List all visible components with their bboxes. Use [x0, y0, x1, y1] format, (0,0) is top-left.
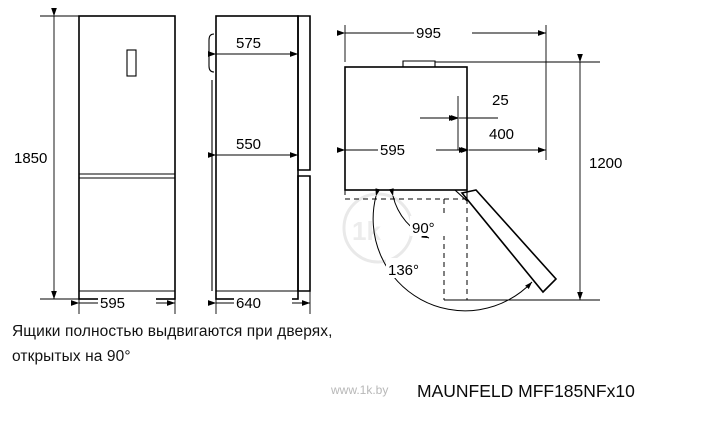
dimension-595-front-bg — [98, 292, 156, 310]
dimension-640-label: 640 — [236, 295, 261, 312]
watermark-url: www.1k.by — [331, 383, 389, 397]
side-lower-door-panel — [297, 175, 311, 292]
top-view: 995 595 25 400 1200 — [336, 22, 643, 312]
angle-90-bg — [410, 216, 452, 236]
dimension-640-bg — [234, 292, 292, 310]
dimension-25-bg — [489, 89, 523, 108]
dimension-550-bg — [234, 133, 286, 152]
dimension-25-label: 25 — [492, 92, 509, 109]
dimension-400-bg — [487, 123, 533, 142]
watermark-logo-text: 1k — [352, 216, 381, 246]
dimension-550-label: 550 — [236, 136, 261, 153]
top-cabinet-outline — [344, 66, 468, 191]
dimension-575-bg — [234, 32, 286, 51]
dimension-995-bg — [414, 22, 472, 41]
dimension-575-label: 575 — [236, 35, 261, 52]
front-view: 1850 595 — [14, 7, 176, 314]
side-upper-handle-bracket — [208, 33, 215, 73]
side-view: 575 550 640 — [207, 15, 311, 314]
angle-136-arc — [372, 188, 533, 312]
model-name-label: MAUNFELD MFF185NFx10 — [417, 381, 635, 401]
caption-line-1: Ящики полностью выдвигаются при дверях, — [12, 323, 333, 340]
front-display-panel — [126, 49, 137, 77]
dimension-595-front-label: 595 — [100, 295, 125, 312]
top-open-door-panel — [460, 189, 558, 294]
side-cabinet-outline — [215, 15, 299, 300]
top-handle-nub — [402, 60, 436, 67]
dimension-1200-bg — [588, 152, 643, 171]
watermark-logo: 1k — [342, 192, 414, 264]
dimension-1850-label: 1850 — [14, 150, 47, 167]
dimension-400-label: 400 — [489, 126, 514, 143]
caption-line-2: открытых на 90° — [12, 348, 131, 365]
dimension-995-label: 995 — [416, 25, 441, 42]
dimension-595-top-bg — [378, 139, 436, 158]
angle-90-label: 90° — [412, 220, 435, 237]
side-upper-door-panel — [297, 15, 311, 171]
angle-136-bg — [386, 258, 440, 278]
dimension-595-top-label: 595 — [380, 142, 405, 159]
dimension-1200-label: 1200 — [589, 155, 622, 172]
angle-136-label: 136° — [388, 262, 419, 279]
